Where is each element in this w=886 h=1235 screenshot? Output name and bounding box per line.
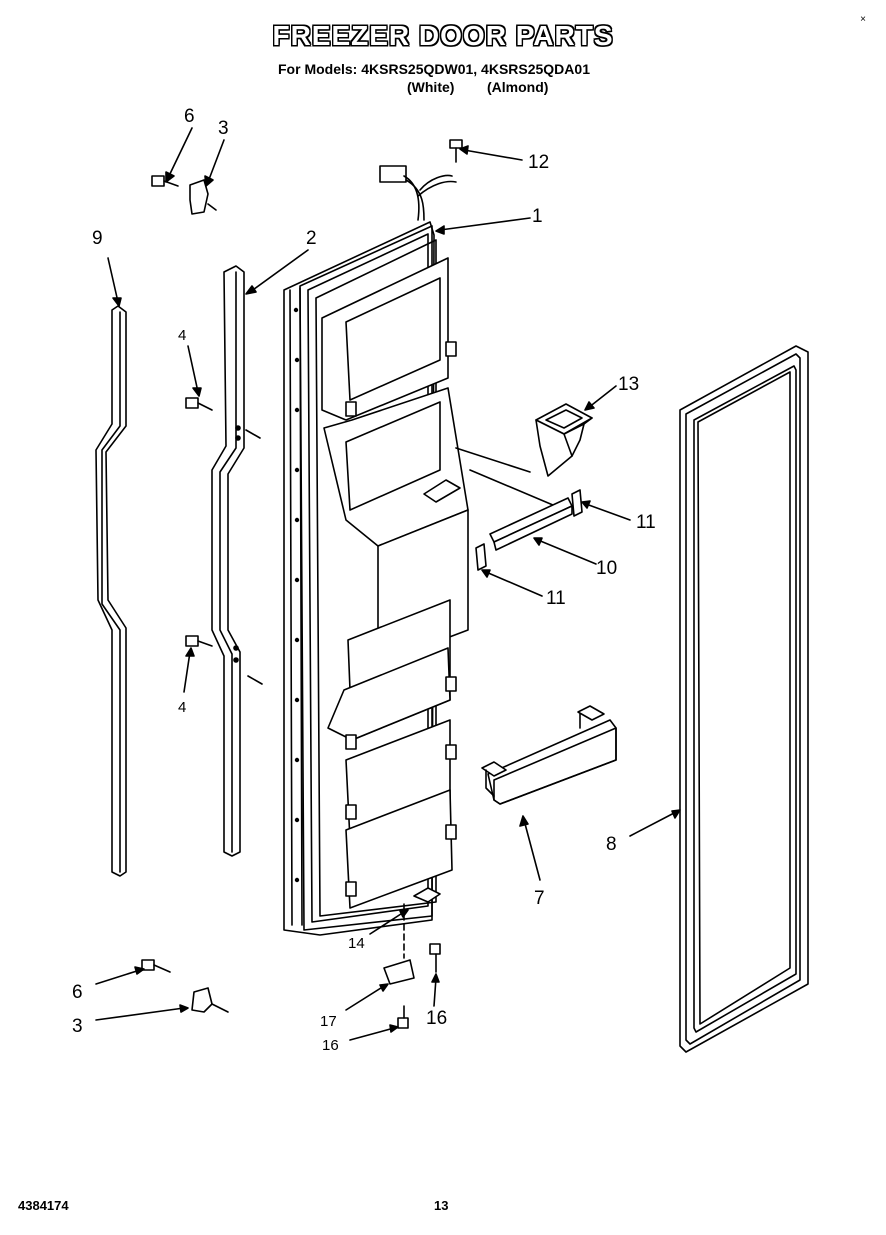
page-number: 13	[434, 1198, 449, 1213]
door-panel	[283, 221, 469, 936]
part-10-trim-strip	[475, 489, 583, 571]
callout-16-left: 16	[322, 1037, 339, 1054]
variant-almond: (Almond)	[487, 79, 549, 95]
callout-13: 13	[618, 374, 639, 395]
callout-4-upper: 4	[178, 327, 186, 344]
part-13-ice-chute	[455, 403, 593, 509]
part-2-hinge-strip	[211, 265, 263, 857]
callout-11-lower: 11	[546, 588, 566, 609]
callout-3-top: 3	[218, 118, 229, 139]
callout-17: 17	[320, 1013, 337, 1030]
callout-2: 2	[306, 228, 317, 249]
top-hinge-hardware	[151, 175, 217, 215]
models-line: For Models: 4KSRS25QDW01, 4KSRS25QDA01	[278, 61, 590, 77]
corner-mark: ×	[860, 14, 866, 25]
part-12-screw	[449, 139, 463, 163]
callout-3-bottom: 3	[72, 1016, 83, 1037]
page-title: FREEZER DOOR PARTS	[272, 20, 614, 51]
part-4-screws	[185, 397, 213, 647]
leader-arrows	[95, 127, 681, 1041]
callout-16-right: 16	[426, 1008, 447, 1029]
callout-10: 10	[596, 558, 617, 579]
callout-11-upper: 11	[636, 512, 656, 533]
bottom-hinge-hardware	[141, 959, 229, 1013]
callout-7: 7	[534, 888, 545, 909]
door-screw-holes	[293, 307, 300, 883]
part-9-gasket-strip	[95, 305, 127, 877]
callout-1: 1	[532, 206, 543, 227]
callout-9: 9	[92, 228, 103, 249]
callout-8: 8	[606, 834, 617, 855]
document-number: 4384174	[18, 1198, 69, 1213]
part-7-door-bin	[481, 705, 617, 805]
callout-6-top: 6	[184, 106, 195, 127]
callout-4-lower: 4	[178, 699, 186, 716]
callout-12: 12	[528, 152, 549, 173]
wire-harness	[379, 165, 457, 221]
part-8-door-gasket	[679, 345, 809, 1053]
callout-labels: 6 3 2 9 4 4 1 12 13 11 10 11 7 8 14 16 1…	[72, 106, 656, 1054]
callout-6-bottom: 6	[72, 982, 83, 1003]
bottom-hinge-parts	[383, 887, 441, 1029]
variant-white: (White)	[407, 79, 455, 95]
callout-14: 14	[348, 935, 365, 952]
